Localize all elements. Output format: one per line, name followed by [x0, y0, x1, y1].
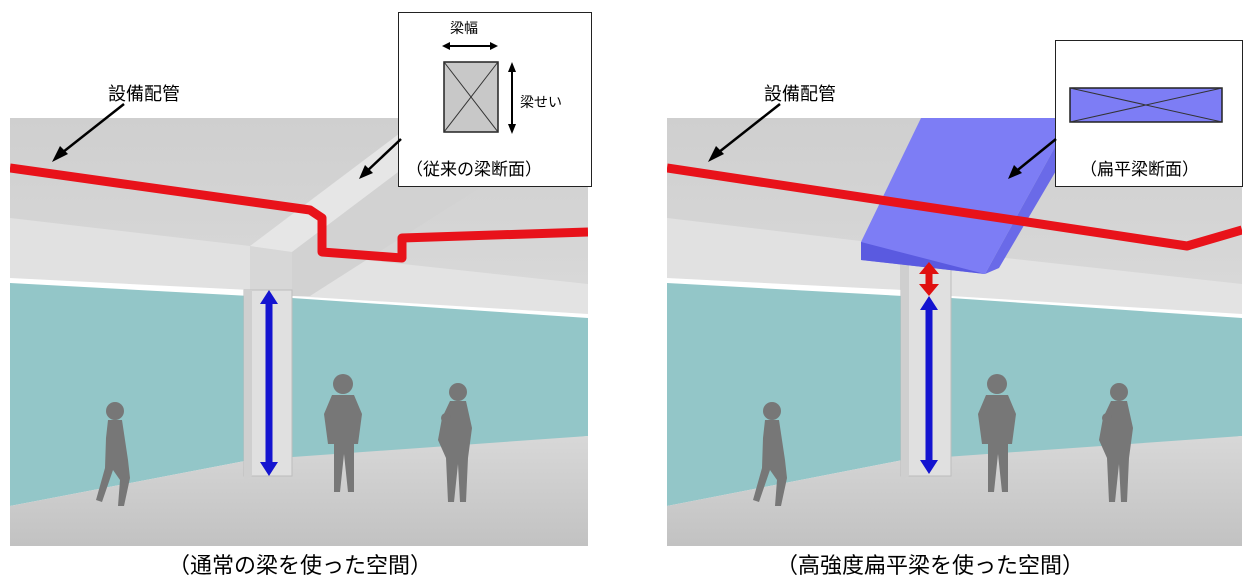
right-scene: [667, 118, 1242, 546]
pipe-label-right: 設備配管: [764, 84, 836, 105]
beam-section-diagram: [442, 42, 516, 134]
pipe-arrow-right: [708, 103, 781, 162]
person-right: [438, 383, 472, 502]
perimeter-beam: [667, 218, 903, 290]
pipe: [10, 163, 588, 263]
person-center: [324, 374, 362, 492]
section-caption-conventional: （従来の梁断面）: [406, 160, 542, 180]
floor: [10, 436, 588, 546]
wall-left: [10, 283, 250, 506]
deep-beam-side: [250, 246, 292, 296]
caption-left: （通常の梁を使った空間）: [168, 554, 433, 579]
person-left: [96, 402, 130, 506]
beam-width-label: 梁幅: [450, 21, 478, 37]
wall-left: [667, 283, 903, 506]
flat-beam-bottom: [861, 118, 1071, 274]
wall-right: [292, 298, 588, 468]
person-left: [753, 402, 787, 506]
pipe: [667, 163, 1242, 251]
beam-depth-label: 梁せい: [520, 95, 562, 111]
pipe-label-left: 設備配管: [108, 84, 180, 105]
person-right: [1099, 383, 1133, 502]
person-center: [978, 374, 1016, 492]
section-pointer-right: [1008, 138, 1057, 179]
flat-beam-side: [861, 242, 985, 274]
flat-beam-section-diagram: [1069, 87, 1223, 123]
perimeter-beam: [10, 218, 250, 290]
section-pointer-left: [359, 138, 402, 179]
section-caption-flat: （扁平梁断面）: [1080, 160, 1199, 180]
wall-right: [951, 298, 1242, 468]
pipe-arrow-left: [52, 103, 125, 162]
floor: [667, 436, 1242, 546]
caption-right: （高強度扁平梁を使った空間）: [776, 554, 1085, 579]
